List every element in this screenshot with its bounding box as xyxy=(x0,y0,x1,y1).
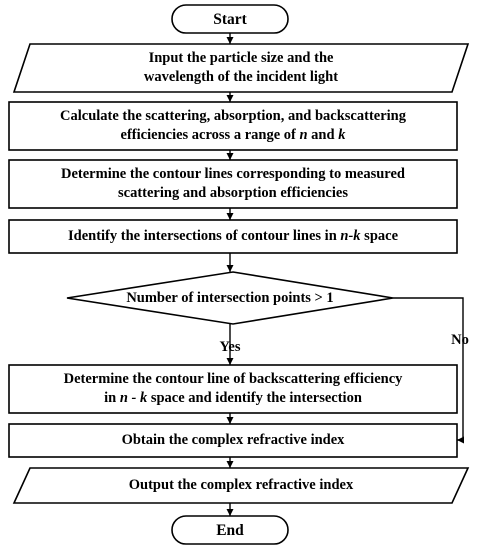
end-label: End xyxy=(216,521,244,539)
decision-label: Number of intersection points > 1 xyxy=(126,289,334,306)
start-label: Start xyxy=(213,10,247,28)
backscatter-process xyxy=(8,364,458,414)
calculate-line-1: Calculate the scattering, absorption, an… xyxy=(60,108,406,124)
calculate-line-2: efficiencies across a range of n and k xyxy=(120,127,346,143)
contour-line-2: scattering and absorption efficiencies xyxy=(118,185,348,201)
input-line-2: wavelength of the incident light xyxy=(143,69,339,85)
obtain-process xyxy=(8,423,458,458)
arrow-decision-no xyxy=(393,297,464,444)
contour-process xyxy=(8,159,458,209)
intersect-label: Identify the intersections of contour li… xyxy=(67,228,399,244)
calculate-process xyxy=(8,101,458,151)
no-label: No xyxy=(451,331,469,348)
output-label: Output the complex refractive index xyxy=(128,477,354,493)
calculate-label: Calculate the scattering, absorption, an… xyxy=(9,102,457,150)
contour-line-1: Determine the contour lines correspondin… xyxy=(61,166,405,182)
output-parallelogram xyxy=(12,467,470,504)
backscatter-line-2: in n - k space and identify the intersec… xyxy=(104,390,362,406)
input-label: Input the particle size and the waveleng… xyxy=(22,44,460,92)
intersect-process xyxy=(8,219,458,254)
input-parallelogram xyxy=(12,43,470,93)
decision-diamond xyxy=(66,271,394,325)
backscatter-line-1: Determine the contour line of backscatte… xyxy=(63,371,403,387)
obtain-label: Obtain the complex refractive index xyxy=(121,432,345,448)
input-line-1: Input the particle size and the xyxy=(148,50,334,66)
yes-label: Yes xyxy=(219,338,241,355)
backscatter-label: Determine the contour line of backscatte… xyxy=(9,365,457,413)
contour-label: Determine the contour lines correspondin… xyxy=(9,160,457,208)
